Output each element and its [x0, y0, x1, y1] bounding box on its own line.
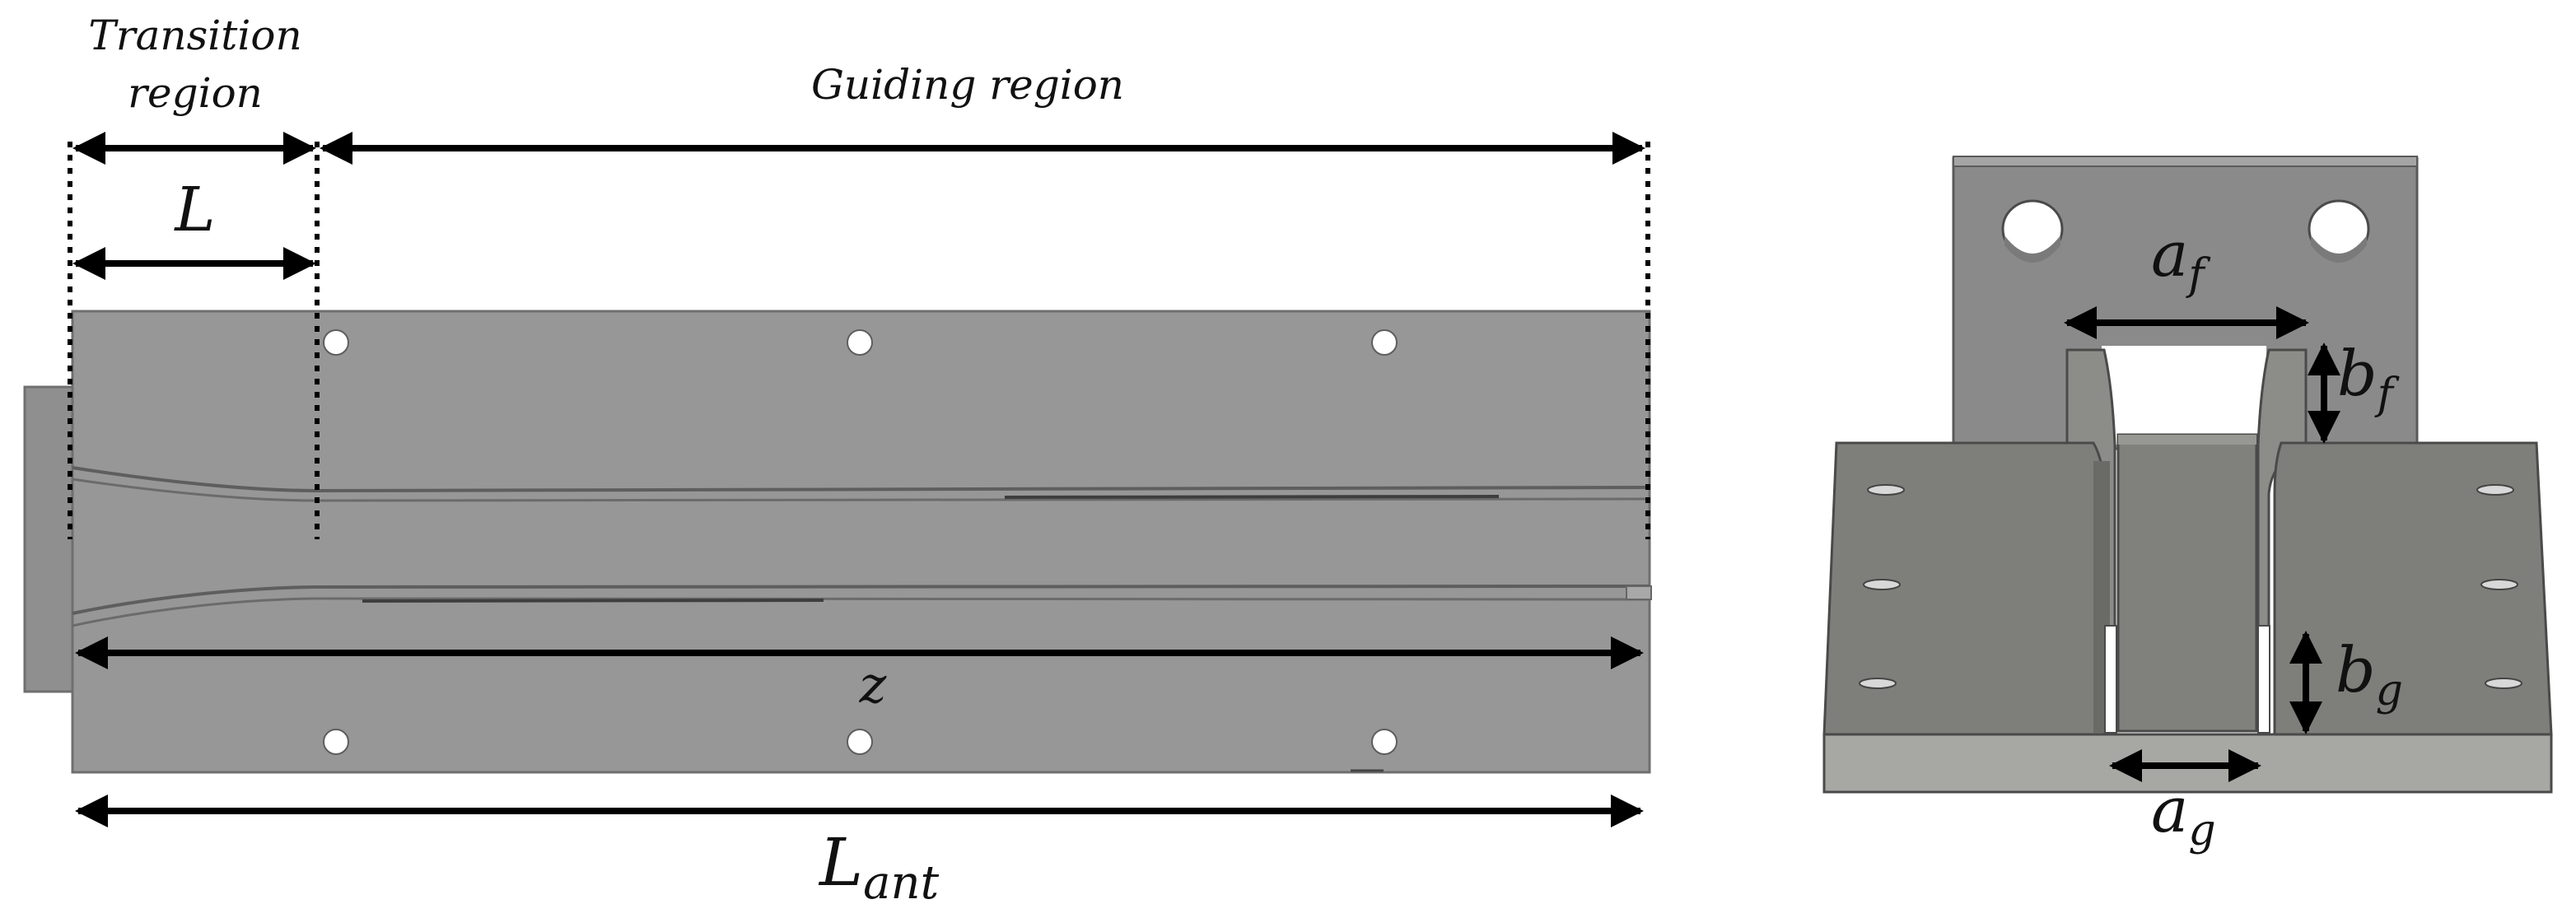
transition-region-label-2: region	[128, 69, 263, 117]
mount-hole	[847, 729, 873, 755]
mount-hole	[1371, 729, 1398, 755]
block-slot	[2480, 579, 2518, 590]
z-label: z	[859, 655, 887, 715]
upper-flare-line	[72, 466, 1650, 493]
transition-region-label-1: Transition	[88, 12, 301, 59]
antenna-body	[71, 310, 1651, 774]
left-block	[1822, 441, 2106, 736]
lower-flare-line	[72, 585, 1650, 615]
block-slot	[2485, 678, 2522, 689]
antenna-front-view: af bf bg ag	[1822, 156, 2553, 855]
antenna-side-view: Transition region Guiding region L z Lan…	[23, 12, 1652, 910]
a-g-label: ag	[2151, 773, 2216, 855]
b-g-label: bg	[2336, 633, 2403, 715]
center-block	[2116, 433, 2258, 733]
block-slot	[2476, 484, 2514, 496]
waveguide-aperture	[2102, 346, 2266, 445]
block-slot	[1867, 484, 1905, 496]
mount-hole	[323, 329, 349, 356]
block-slot	[1859, 678, 1897, 689]
length-L-label: L	[173, 175, 215, 245]
mount-hole	[1371, 329, 1398, 356]
block-slot	[1863, 579, 1901, 590]
length-ant-label: Lant	[818, 824, 940, 910]
mount-hole	[847, 329, 873, 356]
lower-guide-line	[72, 597, 1650, 627]
feed-block	[23, 385, 76, 693]
guiding-region-label: Guiding region	[811, 61, 1124, 109]
upper-guide-line	[72, 478, 1650, 502]
mount-hole	[323, 729, 349, 755]
